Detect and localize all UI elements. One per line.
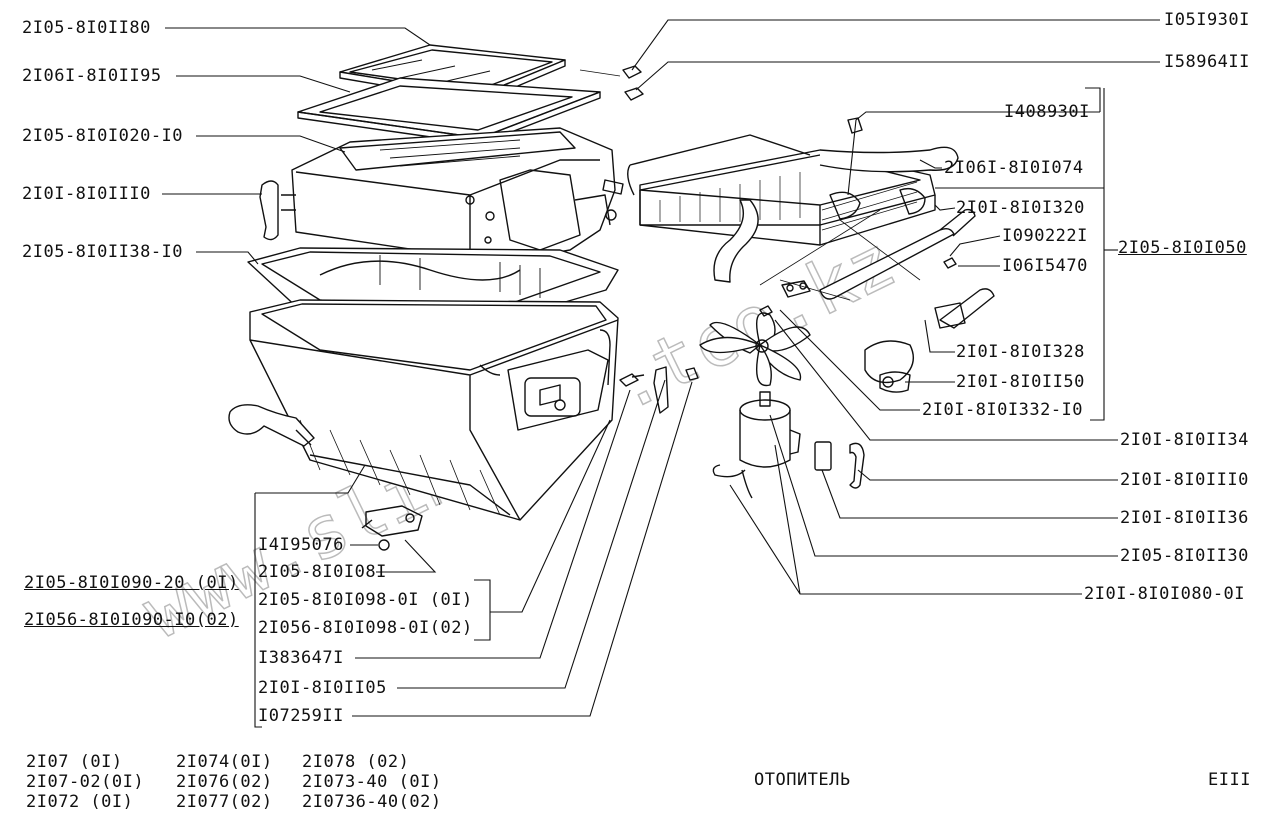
lever-part bbox=[228, 404, 315, 447]
part-label: 2I056-8I0I098-0I(02) bbox=[258, 618, 473, 638]
part-label: 2I05-8I0II30 bbox=[1120, 546, 1249, 566]
part-label: 2I0I-8I0I080-0I bbox=[1084, 584, 1246, 604]
clip-small-part bbox=[847, 117, 863, 134]
model-code: 2I076(02) bbox=[176, 772, 273, 792]
part-label: I4I95076 bbox=[258, 535, 344, 555]
flange-part bbox=[781, 280, 811, 298]
part-label: 2I0I-8I0I332-I0 bbox=[922, 400, 1084, 420]
part-label: 2I0I-8I0II34 bbox=[1120, 430, 1249, 450]
model-code: 2I078 (02) bbox=[302, 752, 410, 772]
part-label: 2I06I-8I0II95 bbox=[22, 66, 162, 86]
part-label: I090222I bbox=[1002, 226, 1088, 246]
leader-lines bbox=[162, 19, 1160, 728]
model-code: 2I0736-40(02) bbox=[302, 792, 442, 812]
part-label: 2I05-8I0I050 bbox=[1118, 238, 1247, 258]
model-code: 2I072 (0I) bbox=[26, 792, 134, 812]
part-label: 2I0I-8I0I320 bbox=[956, 198, 1085, 218]
fan-part bbox=[699, 305, 811, 387]
part-label: 2I0I-8I0II05 bbox=[258, 678, 387, 698]
radiator-part bbox=[627, 134, 936, 246]
model-code: 2I077(02) bbox=[176, 792, 273, 812]
part-label: 2I05-8I0I08I bbox=[258, 562, 387, 582]
hose-curve-part bbox=[713, 199, 759, 283]
model-code: 2I07-02(0I) bbox=[26, 772, 145, 792]
part-label: 2I0I-8I0II50 bbox=[956, 372, 1085, 392]
part-label: 2I0I-8I0II36 bbox=[1120, 508, 1249, 528]
model-code: 2I07 (0I) bbox=[26, 752, 123, 772]
tap-valve-part bbox=[864, 288, 995, 393]
part-label: 2I06I-8I0I074 bbox=[944, 158, 1084, 178]
part-label: 2I05-8I0I098-0I (0I) bbox=[258, 590, 473, 610]
part-label: I06I5470 bbox=[1002, 256, 1088, 276]
valve-bracket-part bbox=[361, 505, 423, 551]
part-label: I58964II bbox=[1164, 52, 1250, 72]
part-label: I07259II bbox=[258, 706, 344, 726]
part-label: 2I05-8I0II38-I0 bbox=[22, 242, 184, 262]
part-label: 2I0I-8I0III0 bbox=[1120, 470, 1249, 490]
part-label: I408930I bbox=[1004, 102, 1090, 122]
nuts-part bbox=[579, 65, 644, 101]
part-label: I383647I bbox=[258, 648, 344, 668]
resistor-part bbox=[814, 441, 832, 471]
model-code: 2I074(0I) bbox=[176, 752, 273, 772]
small-fasteners-part bbox=[619, 366, 699, 414]
upper-housing-part bbox=[281, 127, 624, 263]
page-title: ОТОПИТЕЛЬ bbox=[754, 770, 851, 790]
part-label: 2I05-8I0I090-20 (0I) bbox=[24, 573, 239, 593]
hose-top-part bbox=[819, 146, 959, 173]
part-label: 2I0I-8I0I328 bbox=[956, 342, 1085, 362]
clip-left-part bbox=[259, 180, 279, 241]
part-label: 2I0I-8I0III0 bbox=[22, 184, 151, 204]
pipe-part bbox=[819, 208, 976, 300]
model-code: 2I073-40 (0I) bbox=[302, 772, 442, 792]
clip-right-part bbox=[849, 442, 865, 489]
part-label: 2I05-8I0II80 bbox=[22, 18, 151, 38]
part-label: I05I930I bbox=[1164, 10, 1250, 30]
lower-case-part bbox=[249, 299, 619, 521]
motor-part bbox=[712, 391, 801, 499]
page-number: EIII bbox=[1208, 770, 1251, 790]
screw-part bbox=[943, 257, 957, 269]
part-label: 2I05-8I0I020-I0 bbox=[22, 126, 184, 146]
part-label: 2I056-8I0I090-I0(02) bbox=[24, 610, 239, 630]
